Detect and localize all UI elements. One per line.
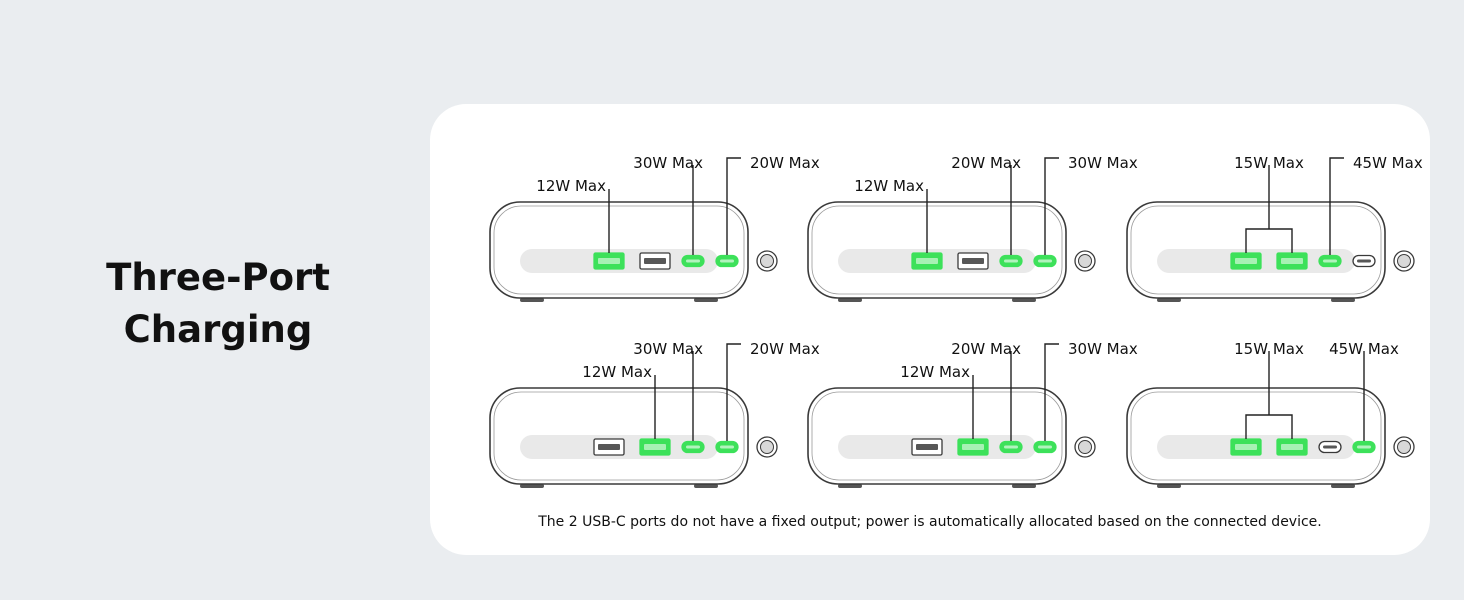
leader-line xyxy=(1329,157,1344,255)
usb-c-tongue xyxy=(1357,445,1371,449)
foot xyxy=(1012,484,1036,488)
leader-line xyxy=(726,157,741,255)
power-label: 20W Max xyxy=(951,154,1021,172)
power-bank-6: 15W Max 45W Max xyxy=(1126,340,1415,488)
power-bank-inner-edge xyxy=(811,391,1063,481)
leader-line xyxy=(1044,343,1059,441)
power-bank-inner-edge xyxy=(1130,391,1382,481)
power-label: 30W Max xyxy=(1068,154,1138,172)
power-button-cap xyxy=(760,254,774,268)
foot xyxy=(520,298,544,302)
usb-a-tongue xyxy=(1281,258,1303,264)
usb-c-tongue xyxy=(1323,445,1337,449)
usb-c-tongue xyxy=(1004,259,1018,263)
power-bank-inner-edge xyxy=(493,205,745,295)
power-label: 30W Max xyxy=(633,340,703,358)
power-label: 15W Max xyxy=(1234,340,1304,358)
footnote: The 2 USB-C ports do not have a fixed ou… xyxy=(538,514,1322,530)
usb-a-tongue xyxy=(598,258,620,264)
power-label: 12W Max xyxy=(900,363,970,381)
usb-a-tongue xyxy=(1235,258,1257,264)
power-bank-inner-edge xyxy=(1130,205,1382,295)
diagram-panel: 12W Max 30W Max 20W Max 12W Max 20W Max 30W M… xyxy=(430,104,1430,555)
foot xyxy=(838,484,862,488)
headline: Three-Port Charging xyxy=(88,252,348,356)
usb-c-tongue xyxy=(720,445,734,449)
usb-a-tongue xyxy=(598,444,620,450)
power-button-cap xyxy=(1078,254,1092,268)
leader-line xyxy=(1044,157,1059,255)
foot xyxy=(1012,298,1036,302)
usb-a-tongue xyxy=(1235,444,1257,450)
power-label: 45W Max xyxy=(1329,340,1399,358)
power-bank-inner-edge xyxy=(811,205,1063,295)
usb-a-tongue xyxy=(916,444,938,450)
foot xyxy=(1157,298,1181,302)
foot xyxy=(1157,484,1181,488)
usb-a-tongue xyxy=(644,258,666,264)
power-label: 15W Max xyxy=(1234,154,1304,172)
leader-line xyxy=(726,343,741,441)
power-label: 30W Max xyxy=(633,154,703,172)
power-bank-inner-edge xyxy=(493,391,745,481)
headline-line-1: Three-Port xyxy=(106,256,330,299)
power-button-cap xyxy=(1397,440,1411,454)
usb-c-tongue xyxy=(686,259,700,263)
usb-c-tongue xyxy=(1038,259,1052,263)
power-label: 12W Max xyxy=(854,177,924,195)
usb-a-tongue xyxy=(1281,444,1303,450)
port-diagram: 12W Max 30W Max 20W Max 12W Max 20W Max 30W M… xyxy=(489,154,1423,488)
usb-c-tongue xyxy=(1038,445,1052,449)
power-label: 20W Max xyxy=(750,340,820,358)
usb-a-tongue xyxy=(916,258,938,264)
power-button-cap xyxy=(1078,440,1092,454)
usb-a-tongue xyxy=(644,444,666,450)
power-label: 12W Max xyxy=(536,177,606,195)
usb-c-tongue xyxy=(1004,445,1018,449)
power-bank-2: 12W Max 20W Max 30W Max xyxy=(807,154,1138,302)
power-label: 45W Max xyxy=(1353,154,1423,172)
power-label: 12W Max xyxy=(582,363,652,381)
power-label: 30W Max xyxy=(1068,340,1138,358)
foot xyxy=(838,298,862,302)
foot xyxy=(520,484,544,488)
power-bank-1: 12W Max 30W Max 20W Max xyxy=(489,154,820,302)
power-bank-3: 15W Max 45W Max xyxy=(1126,154,1423,302)
power-label: 20W Max xyxy=(750,154,820,172)
power-button-cap xyxy=(760,440,774,454)
usb-c-tongue xyxy=(1323,259,1337,263)
usb-c-tongue xyxy=(1357,259,1371,263)
foot xyxy=(1331,298,1355,302)
power-button-cap xyxy=(1397,254,1411,268)
foot xyxy=(694,298,718,302)
power-bank-5: 12W Max 20W Max 30W Max xyxy=(807,340,1138,488)
usb-a-tongue xyxy=(962,258,984,264)
usb-c-tongue xyxy=(720,259,734,263)
foot xyxy=(1331,484,1355,488)
power-bank-4: 12W Max 30W Max 20W Max xyxy=(489,340,820,488)
power-label: 20W Max xyxy=(951,340,1021,358)
usb-c-tongue xyxy=(686,445,700,449)
usb-a-tongue xyxy=(962,444,984,450)
headline-line-2: Charging xyxy=(123,308,313,351)
foot xyxy=(694,484,718,488)
